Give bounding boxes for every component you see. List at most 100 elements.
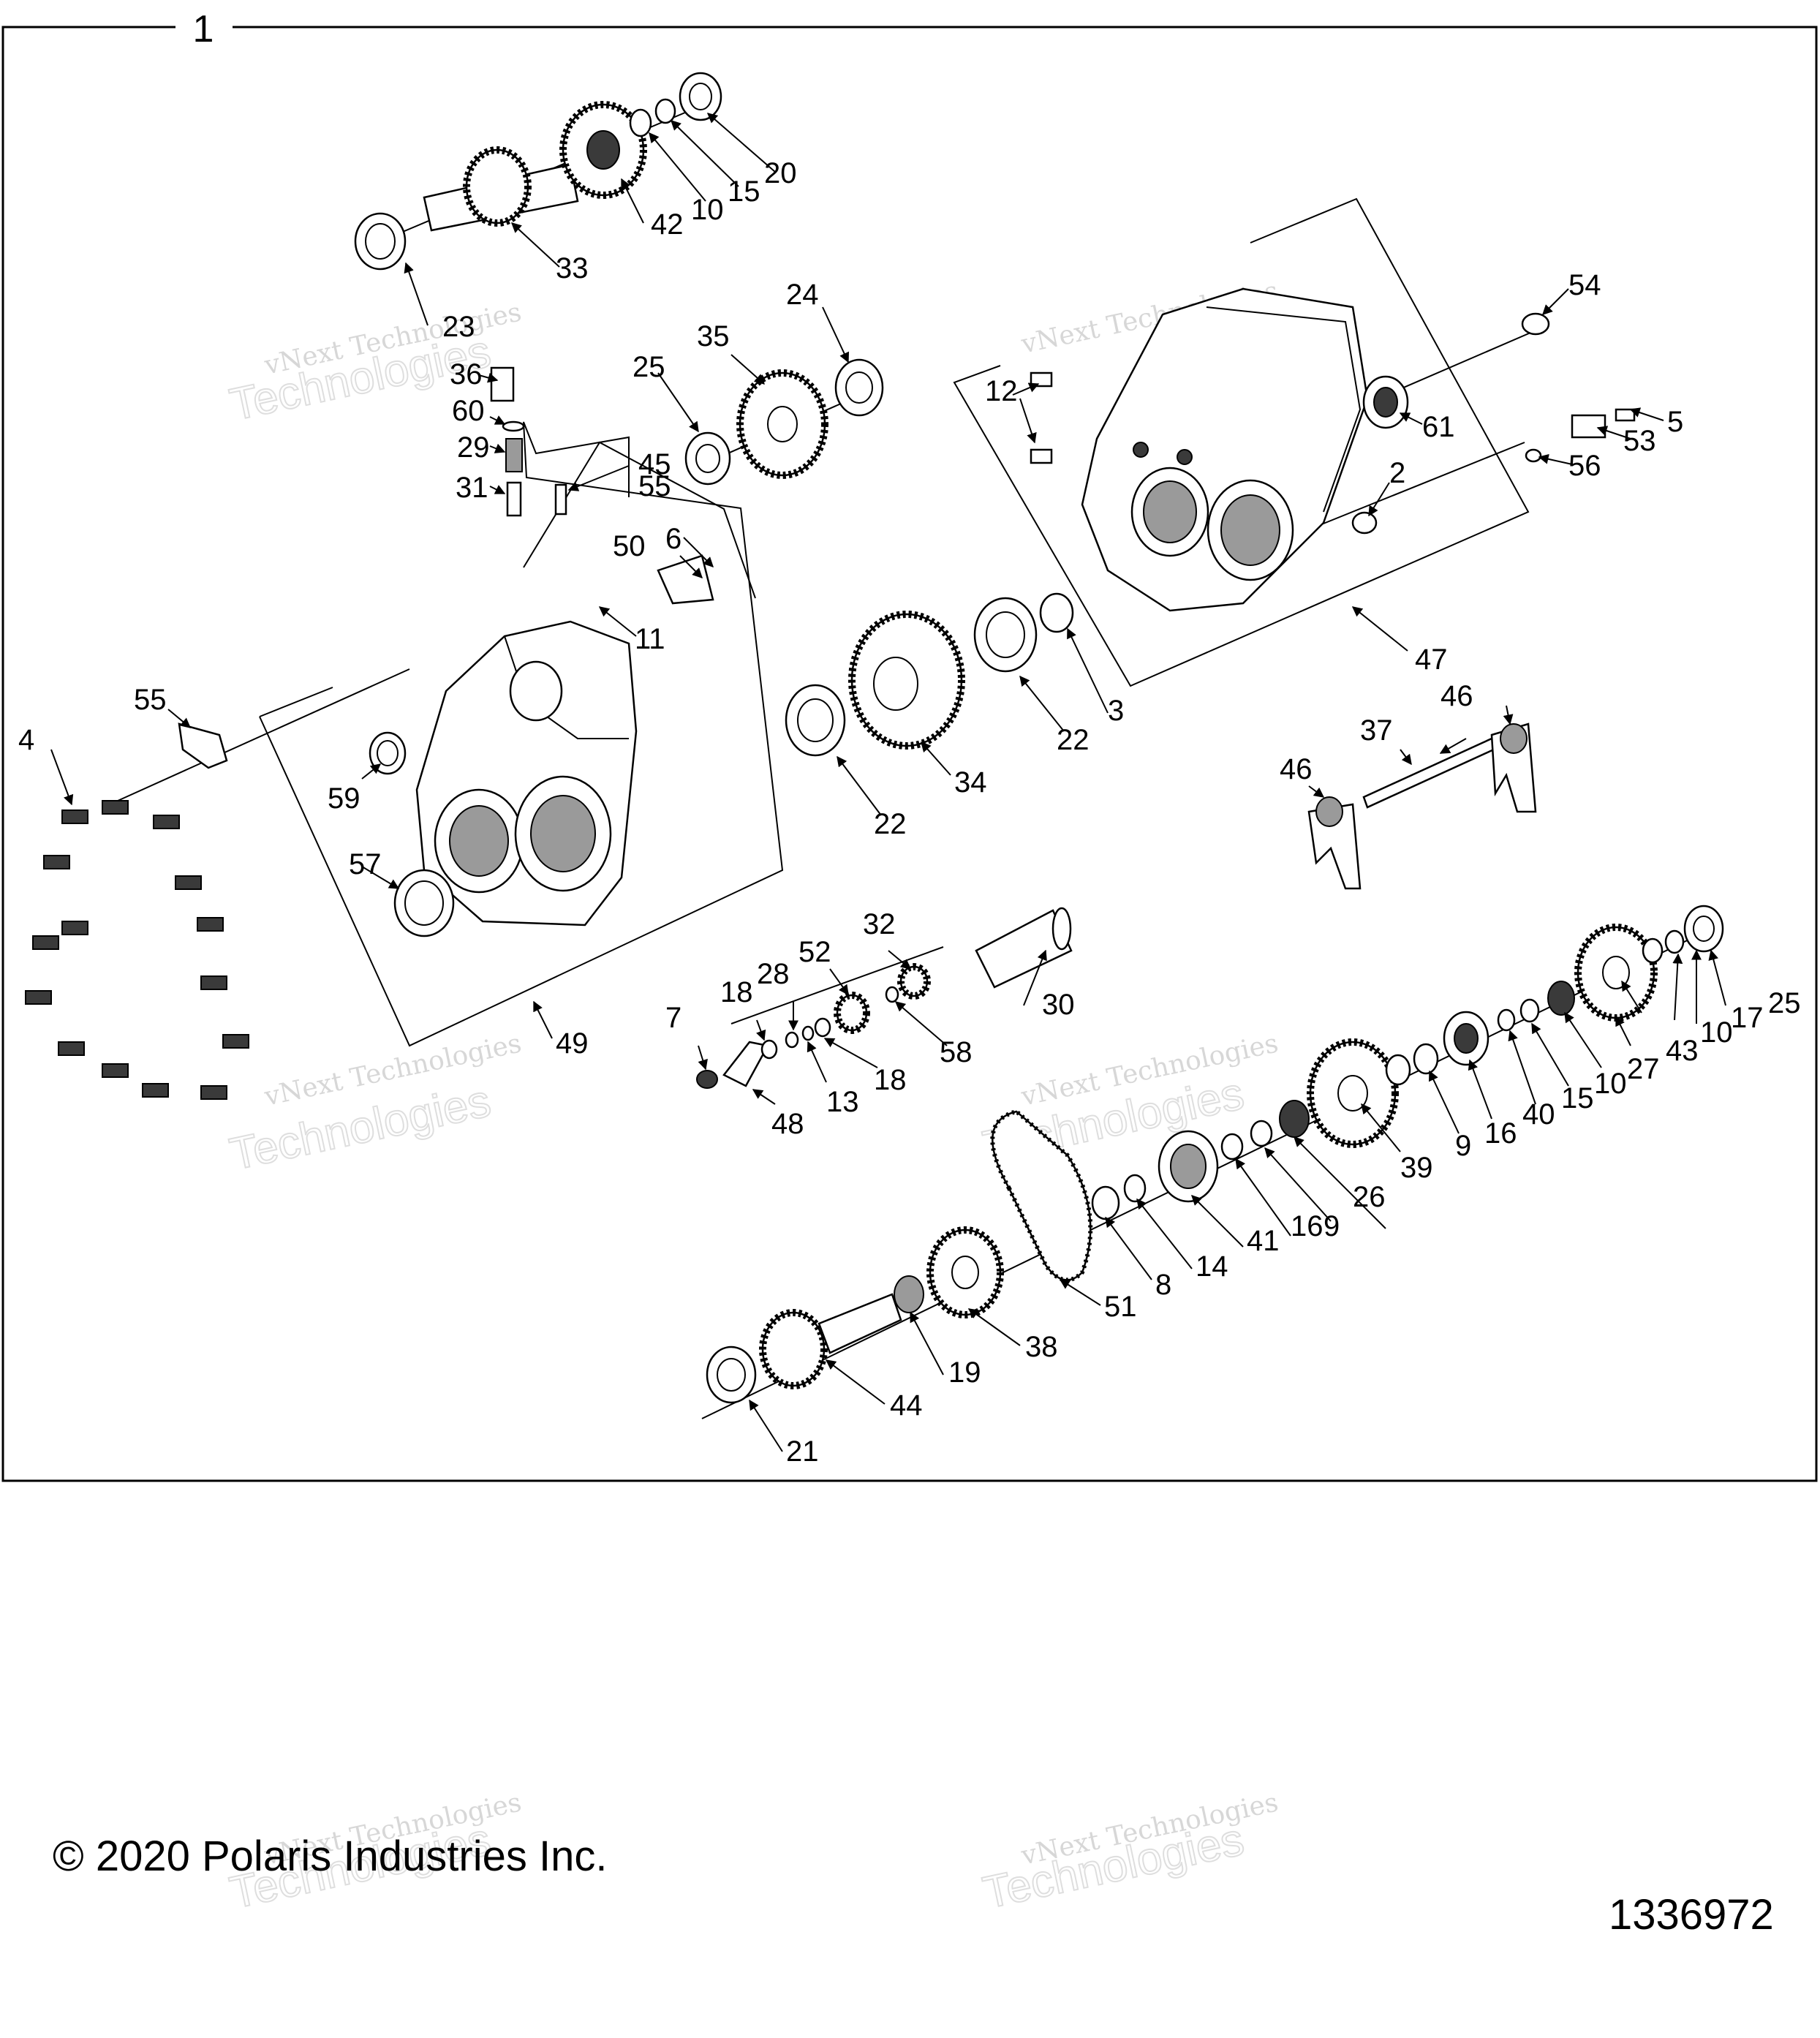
- washer-8: [1091, 1185, 1120, 1220]
- callout: 4: [18, 724, 34, 756]
- callout: 55: [134, 684, 167, 716]
- callout: 54: [1568, 269, 1601, 301]
- callout: 15: [1561, 1082, 1594, 1114]
- callout: 38: [1025, 1331, 1058, 1363]
- callout: 51: [1104, 1291, 1137, 1323]
- callout: 27: [1627, 1053, 1660, 1085]
- callout: 34: [954, 766, 987, 799]
- gear-32: [897, 963, 931, 1000]
- callout: 35: [697, 320, 730, 352]
- callout: 25: [633, 351, 665, 383]
- shift-fork-46-left: [1307, 796, 1362, 890]
- callout: 55: [638, 470, 671, 502]
- callout: 22: [874, 808, 907, 840]
- callout: 42: [651, 208, 684, 241]
- callout: 61: [1422, 411, 1455, 443]
- subassembly-box-47: [953, 197, 1530, 687]
- snap-ring-9-lower: [1250, 1120, 1273, 1147]
- callout: 16: [1484, 1117, 1517, 1150]
- callout: 24: [786, 279, 819, 311]
- callout: 49: [556, 1027, 589, 1060]
- bearing-27: [1547, 981, 1575, 1016]
- bearing-22-right: [973, 597, 1038, 673]
- bearing-26: [1279, 1100, 1310, 1138]
- seal-59: [369, 731, 407, 775]
- callout: 53: [1623, 425, 1656, 457]
- spring-29: [505, 438, 523, 472]
- washer-16-upper: [1413, 1043, 1439, 1075]
- dowel-12: [1030, 371, 1053, 464]
- gear-34: [848, 611, 965, 750]
- washer-18-right: [814, 1017, 831, 1038]
- callout: 46: [1440, 680, 1473, 712]
- case-half-49: [415, 620, 638, 926]
- callout: 60: [452, 395, 485, 427]
- washer-28: [785, 1031, 799, 1049]
- callout: 10: [1700, 1016, 1733, 1049]
- callout: 32: [863, 908, 896, 940]
- bearing-21: [706, 1346, 757, 1404]
- clip-13: [801, 1025, 815, 1041]
- dowel-45: [554, 483, 567, 516]
- callout: 6: [665, 523, 681, 555]
- diagram-number: 1336972: [1609, 1891, 1774, 1939]
- coupler-41: [1158, 1130, 1219, 1203]
- o-ring-56: [1525, 448, 1542, 463]
- bearing-25: [684, 431, 731, 486]
- callout: 13: [826, 1086, 859, 1118]
- shaft-44: [759, 1293, 902, 1389]
- callout: 21: [786, 1435, 819, 1468]
- ring-3: [1039, 592, 1074, 633]
- washer-10-end: [1642, 937, 1664, 964]
- callout: 57: [349, 848, 382, 880]
- bearing-22-left: [785, 684, 846, 757]
- washer-10-lower: [1519, 998, 1540, 1023]
- callout: 44: [890, 1389, 923, 1422]
- callout: 58: [940, 1036, 973, 1068]
- callout: 18: [874, 1064, 907, 1096]
- seal-61: [1362, 375, 1409, 429]
- gear-42: [559, 101, 647, 199]
- bearing-23: [354, 212, 407, 271]
- snap-ring-9-upper: [1385, 1054, 1411, 1086]
- bolt-5: [1615, 408, 1636, 422]
- plug-2: [1351, 511, 1378, 535]
- callout: 2: [1389, 457, 1405, 489]
- callout: 18: [720, 976, 753, 1008]
- copyright-text: © 2020 Polaris Industries Inc.: [53, 1833, 608, 1880]
- callout: 10: [691, 194, 724, 226]
- callout: 7: [665, 1002, 681, 1034]
- shift-rail-37: [1362, 737, 1497, 809]
- callout: 50: [613, 530, 646, 562]
- callout-labels: 23 33 42 10 15 20 36 60 29 31 45 55 50 6…: [18, 157, 1801, 1468]
- callout: 10: [1594, 1068, 1627, 1100]
- callout: 8: [1155, 1269, 1171, 1301]
- callout: 40: [1522, 1098, 1555, 1131]
- callout: 48: [771, 1108, 804, 1140]
- clip-15-lower: [1497, 1008, 1516, 1032]
- bracket-50: [657, 554, 714, 605]
- leader-lines: [50, 113, 1726, 1452]
- shift-fork-46-right: [1490, 722, 1537, 813]
- case-bolts-4: [25, 800, 249, 1100]
- callout: 15: [728, 176, 760, 208]
- washer-16-lower: [1220, 1133, 1244, 1160]
- callout: 23: [442, 311, 475, 343]
- gear-38: [926, 1226, 1004, 1318]
- callout: 41: [1247, 1225, 1280, 1257]
- shaft-33: [423, 146, 579, 232]
- washer-10: [629, 108, 652, 137]
- clip-58: [885, 986, 899, 1003]
- callout: 19: [948, 1356, 981, 1389]
- callout: 12: [985, 375, 1018, 407]
- callout: 26: [1353, 1181, 1386, 1213]
- callout: 9: [1324, 1210, 1340, 1242]
- collar-40: [1443, 1011, 1489, 1066]
- callout: 30: [1042, 989, 1075, 1021]
- callout: 56: [1568, 450, 1601, 482]
- callout: 29: [457, 431, 490, 464]
- subassembly-box-49: [259, 421, 784, 1047]
- callout: 31: [456, 472, 488, 504]
- callout: 3: [1108, 695, 1124, 727]
